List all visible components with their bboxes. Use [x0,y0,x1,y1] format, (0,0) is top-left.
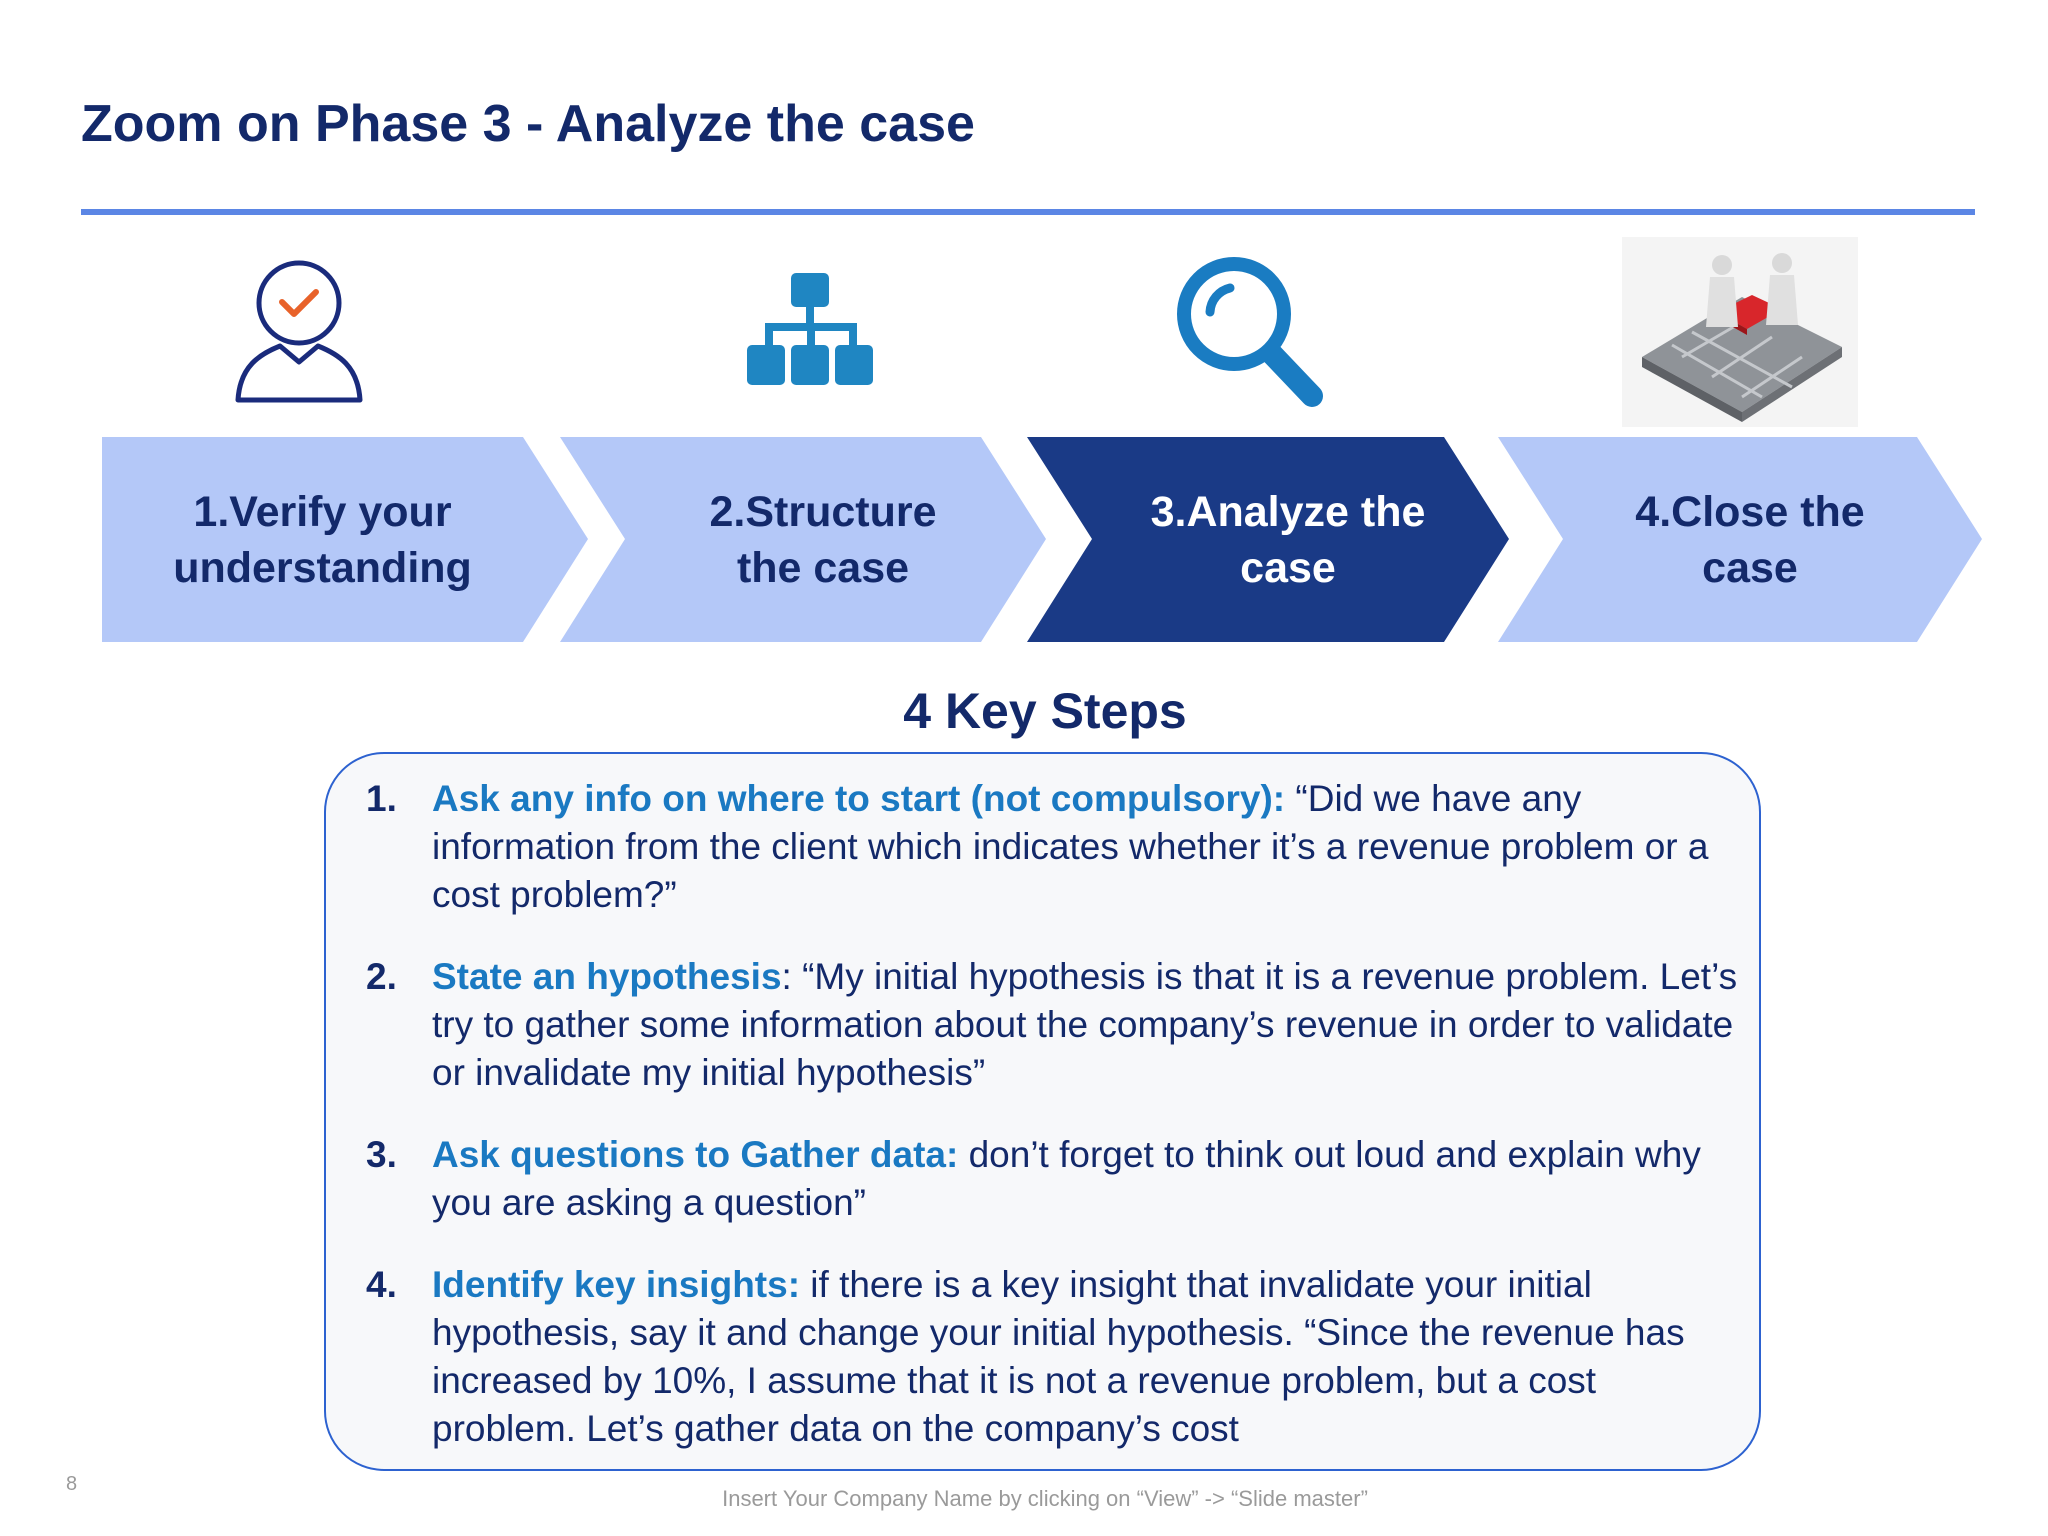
magnifier-icon [1177,257,1323,407]
chevron-shape [102,437,588,642]
puzzle-team-icon [1622,237,1858,427]
footer-text: Insert Your Company Name by clicking on … [722,1486,1368,1511]
step-text: don’t forget to think out loud and expla… [432,1134,1701,1223]
step-number: 4. [366,1264,397,1305]
step-text: if there is a key insight that invalidat… [432,1264,1685,1449]
phase-2-chevron[interactable]: 2.Structure the case [560,437,1046,642]
phase-2-label: 2.Structure the case [709,487,937,592]
steps-heading: 4 Key Steps [903,683,1187,739]
step-number: 1. [366,778,397,819]
org-chart-icon [747,273,873,385]
phase-3-label: 3.Analyze the case [1150,487,1426,592]
phase-1-label: 1.Verify your understanding [173,487,472,592]
step-key: Identify key insights: [432,1264,801,1305]
step-number: 2. [366,956,397,997]
title-divider [81,209,1975,215]
step-text: “Did we have any information from the cl… [432,778,1709,915]
step-key: Ask questions to Gather data: [432,1134,959,1175]
user-check-icon [235,260,363,403]
step-number: 3. [366,1134,397,1175]
phase-1-chevron[interactable]: 1.Verify your understanding [102,437,588,642]
phase-3-chevron[interactable]: 3.Analyze the case [1027,437,1509,642]
chevron-shape [1027,437,1509,642]
step-item: 2. State an hypothesis: “My initial hypo… [366,953,1746,1097]
slide-title: Zoom on Phase 3 - Analyze the case [81,95,975,153]
phase-4-label: 4.Close the case [1635,487,1865,592]
step-item: 1. Ask any info on where to start (not c… [366,775,1746,919]
step-key: State an hypothesis [432,956,782,997]
step-item: 4. Identify key insights: if there is a … [366,1261,1746,1453]
steps-box [324,752,1761,1471]
phase-4-chevron[interactable]: 4.Close the case [1498,437,1982,642]
chevron-shape [1498,437,1982,642]
page-number: 8 [66,1473,78,1495]
step-text: : “My initial hypothesis is that it is a… [432,956,1738,1093]
step-key: Ask any info on where to start (not comp… [432,778,1286,819]
chevron-shape [560,437,1046,642]
step-item: 3. Ask questions to Gather data: don’t f… [366,1131,1746,1227]
